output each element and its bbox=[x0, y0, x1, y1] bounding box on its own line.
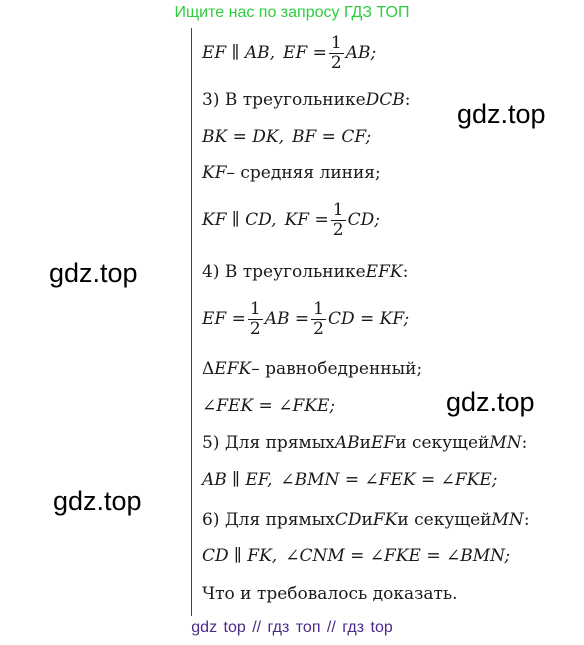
math-expr: CD ∥ FK, bbox=[202, 546, 278, 566]
solution-line-11: AB ∥ EF, ∠BMN = ∠FEK = ∠FKE; bbox=[202, 462, 498, 498]
math-expr: BK = DK, bbox=[202, 127, 284, 147]
solution-line-13: CD ∥ FK, ∠CNM = ∠FKE = ∠BMN; bbox=[202, 538, 510, 574]
text: – равнобедренный; bbox=[251, 359, 423, 379]
margin-line bbox=[191, 28, 192, 616]
math-expr: EF bbox=[371, 433, 396, 453]
solution-line-10: 5) Для прямых AB и EF и секущей MN: bbox=[202, 425, 527, 461]
math-expr: EFK bbox=[365, 262, 403, 282]
math-expr: AB; bbox=[345, 43, 377, 63]
math-expr: KF bbox=[202, 163, 227, 183]
math-expr: MN bbox=[489, 433, 522, 453]
solution-line-4: KF – средняя линия; bbox=[202, 155, 381, 191]
solution-line-6: 4) В треугольнике EFK: bbox=[202, 254, 408, 290]
math-expr: CD = KF; bbox=[327, 309, 410, 329]
text: : bbox=[404, 90, 411, 110]
solution-line-3: BK = DK, BF = CF; bbox=[202, 119, 371, 155]
text: 5) Для прямых bbox=[202, 433, 335, 453]
text: 4) В треугольнике bbox=[202, 262, 366, 282]
text: : bbox=[523, 510, 530, 530]
text: и bbox=[361, 510, 373, 530]
text: Δ bbox=[202, 359, 215, 379]
watermark: gdz.top bbox=[457, 99, 546, 129]
math-expr: ∠BMN = ∠FEK = ∠FKE; bbox=[280, 470, 498, 490]
math-expr: EF = bbox=[202, 309, 246, 329]
math-expr: EF ∥ AB, bbox=[202, 43, 276, 63]
math-expr: EFK bbox=[214, 359, 252, 379]
text: 6) Для прямых bbox=[202, 510, 335, 530]
math-expr: EF = bbox=[283, 43, 327, 63]
math-expr: KF ∥ CD, bbox=[202, 210, 277, 230]
math-expr: ∠FEK = ∠FKE; bbox=[202, 396, 336, 416]
math-expr: KF = bbox=[284, 210, 329, 230]
solution-line-2: 3) В треугольнике DCB: bbox=[202, 82, 411, 118]
footer-links[interactable]: gdz top // гдз топ // гдз top bbox=[191, 619, 393, 636]
solution-line-12: 6) Для прямых CD и FK и секущей MN: bbox=[202, 502, 530, 538]
watermark: gdz.top bbox=[53, 486, 142, 516]
math-expr: CD; bbox=[347, 210, 380, 230]
watermark: gdz.top bbox=[49, 258, 138, 288]
math-expr: AB bbox=[334, 433, 360, 453]
text: Что и требовалось доказать. bbox=[202, 584, 458, 604]
solution-line-9: ∠FEK = ∠FKE; bbox=[202, 388, 335, 424]
math-expr: FK bbox=[372, 510, 398, 530]
text: : bbox=[402, 262, 409, 282]
text: и секущей bbox=[395, 433, 490, 453]
math-expr: BF = CF; bbox=[291, 127, 372, 147]
math-expr: AB = bbox=[264, 309, 310, 329]
text: – средняя линия; bbox=[226, 163, 381, 183]
math-expr: CD bbox=[334, 510, 362, 530]
math-expr: DCB bbox=[365, 90, 405, 110]
math-expr: AB ∥ EF, bbox=[202, 470, 273, 490]
text: и секущей bbox=[397, 510, 492, 530]
text: 3) В треугольнике bbox=[202, 90, 366, 110]
math-expr: MN bbox=[491, 510, 524, 530]
text: : bbox=[521, 433, 528, 453]
solution-line-14: Что и требовалось доказать. bbox=[202, 576, 458, 612]
watermark: gdz.top bbox=[446, 387, 535, 417]
text: и bbox=[359, 433, 372, 453]
header-search-hint[interactable]: Ищите нас по запросу ГДЗ ТОП bbox=[174, 4, 410, 21]
math-expr: ∠CNM = ∠FKE = ∠BMN; bbox=[285, 546, 511, 566]
